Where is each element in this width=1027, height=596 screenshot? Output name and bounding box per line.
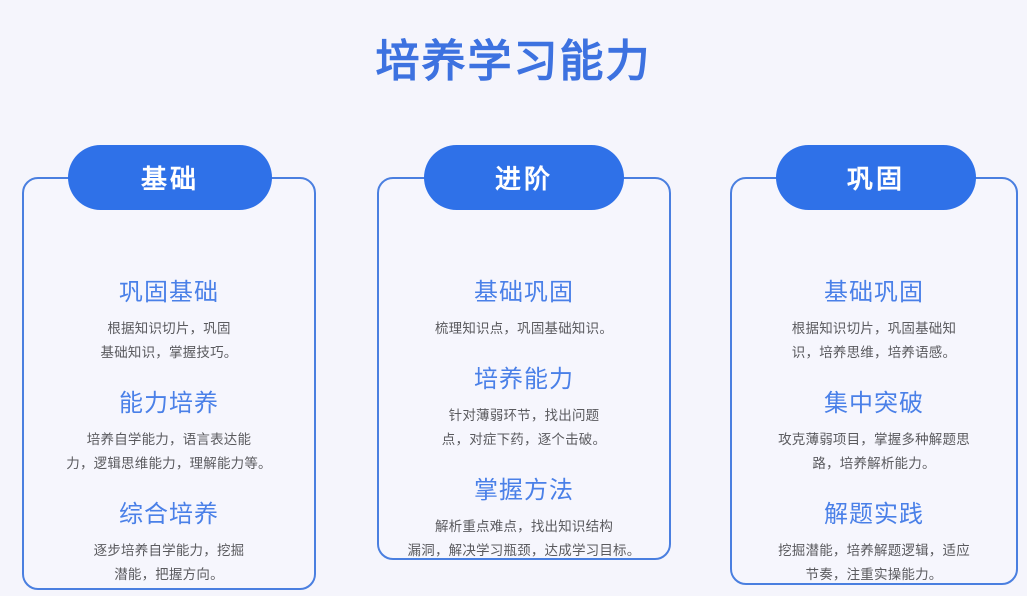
item-description: 逐步培养自学能力，挖掘 潜能，把握方向。 bbox=[52, 539, 286, 587]
item-title: 综合培养 bbox=[119, 501, 219, 528]
item-title: 解题实践 bbox=[824, 501, 924, 528]
desc-line: 培养自学能力，语言表达能 bbox=[86, 432, 252, 447]
item-description: 根据知识切片，巩固 基础知识，掌握技巧。 bbox=[52, 317, 286, 365]
card-badge-basics[interactable]: 基础 bbox=[68, 145, 272, 210]
page-title: 培养学习能力 bbox=[375, 37, 652, 86]
item-description: 挖掘潜能，培养解题逻辑，适应 节奏，注重实操能力。 bbox=[744, 539, 1004, 587]
card-consolidation[interactable]: 基础巩固 根据知识切片，巩固基础知 识，培养思维，培养语感。 集中突破 攻克薄弱… bbox=[730, 177, 1018, 585]
item-title: 能力培养 bbox=[119, 390, 219, 417]
desc-line: 针对薄弱环节，找出问题 bbox=[448, 408, 600, 423]
item-description: 针对薄弱环节，找出问题 点，对症下药，逐个击破。 bbox=[395, 404, 653, 452]
desc-line: 逐步培养自学能力，挖掘 bbox=[93, 543, 245, 558]
item-title: 基础巩固 bbox=[824, 279, 924, 306]
desc-line: 漏洞，解决学习瓶颈，达成学习目标。 bbox=[407, 543, 641, 558]
list-item: 集中突破 攻克薄弱项目，掌握多种解题思 路，培养解析能力。 bbox=[744, 387, 1004, 476]
list-item: 基础巩固 梳理知识点，巩固基础知识。 bbox=[395, 276, 653, 341]
list-item: 掌握方法 解析重点难点，找出知识结构 漏洞，解决学习瓶颈，达成学习目标。 bbox=[395, 474, 653, 563]
list-item: 综合培养 逐步培养自学能力，挖掘 潜能，把握方向。 bbox=[52, 498, 286, 587]
list-item: 培养能力 针对薄弱环节，找出问题 点，对症下药，逐个击破。 bbox=[395, 363, 653, 452]
list-item: 基础巩固 根据知识切片，巩固基础知 识，培养思维，培养语感。 bbox=[744, 276, 1004, 365]
list-item: 解题实践 挖掘潜能，培养解题逻辑，适应 节奏，注重实操能力。 bbox=[744, 498, 1004, 587]
card-advanced-body: 基础巩固 梳理知识点，巩固基础知识。 培养能力 针对薄弱环节，找出问题 点，对症… bbox=[379, 276, 669, 563]
card-badge-consolidation[interactable]: 巩固 bbox=[776, 145, 976, 210]
desc-line: 梳理知识点，巩固基础知识。 bbox=[434, 321, 614, 336]
desc-line: 潜能，把握方向。 bbox=[114, 567, 224, 582]
desc-line: 识，培养思维，培养语感。 bbox=[791, 345, 957, 360]
desc-line: 路，培养解析能力。 bbox=[812, 456, 936, 471]
item-title: 集中突破 bbox=[824, 390, 924, 417]
card-advanced[interactable]: 基础巩固 梳理知识点，巩固基础知识。 培养能力 针对薄弱环节，找出问题 点，对症… bbox=[377, 177, 671, 560]
list-item: 能力培养 培养自学能力，语言表达能 力，逻辑思维能力，理解能力等。 bbox=[52, 387, 286, 476]
item-title: 基础巩固 bbox=[474, 279, 574, 306]
card-basics-body: 巩固基础 根据知识切片，巩固 基础知识，掌握技巧。 能力培养 培养自学能力，语言… bbox=[24, 276, 314, 587]
item-description: 梳理知识点，巩固基础知识。 bbox=[395, 317, 653, 341]
card-basics[interactable]: 巩固基础 根据知识切片，巩固 基础知识，掌握技巧。 能力培养 培养自学能力，语言… bbox=[22, 177, 316, 590]
desc-line: 节奏，注重实操能力。 bbox=[805, 567, 943, 582]
desc-line: 根据知识切片，巩固 bbox=[107, 321, 231, 336]
card-badge-advanced[interactable]: 进阶 bbox=[424, 145, 624, 210]
cards-container: 巩固基础 根据知识切片，巩固 基础知识，掌握技巧。 能力培养 培养自学能力，语言… bbox=[0, 145, 1027, 596]
item-description: 根据知识切片，巩固基础知 识，培养思维，培养语感。 bbox=[744, 317, 1004, 365]
desc-line: 解析重点难点，找出知识结构 bbox=[434, 519, 614, 534]
item-title: 巩固基础 bbox=[119, 279, 219, 306]
list-item: 巩固基础 根据知识切片，巩固 基础知识，掌握技巧。 bbox=[52, 276, 286, 365]
item-description: 培养自学能力，语言表达能 力，逻辑思维能力，理解能力等。 bbox=[52, 428, 286, 476]
desc-line: 基础知识，掌握技巧。 bbox=[100, 345, 238, 360]
desc-line: 攻克薄弱项目，掌握多种解题思 bbox=[778, 432, 970, 447]
card-consolidation-body: 基础巩固 根据知识切片，巩固基础知 识，培养思维，培养语感。 集中突破 攻克薄弱… bbox=[732, 276, 1016, 587]
item-title: 掌握方法 bbox=[474, 477, 574, 504]
item-description: 攻克薄弱项目，掌握多种解题思 路，培养解析能力。 bbox=[744, 428, 1004, 476]
desc-line: 挖掘潜能，培养解题逻辑，适应 bbox=[778, 543, 970, 558]
item-description: 解析重点难点，找出知识结构 漏洞，解决学习瓶颈，达成学习目标。 bbox=[395, 515, 653, 563]
item-title: 培养能力 bbox=[474, 366, 574, 393]
desc-line: 根据知识切片，巩固基础知 bbox=[791, 321, 957, 336]
desc-line: 点，对症下药，逐个击破。 bbox=[441, 432, 607, 447]
desc-line: 力，逻辑思维能力，理解能力等。 bbox=[66, 456, 272, 471]
